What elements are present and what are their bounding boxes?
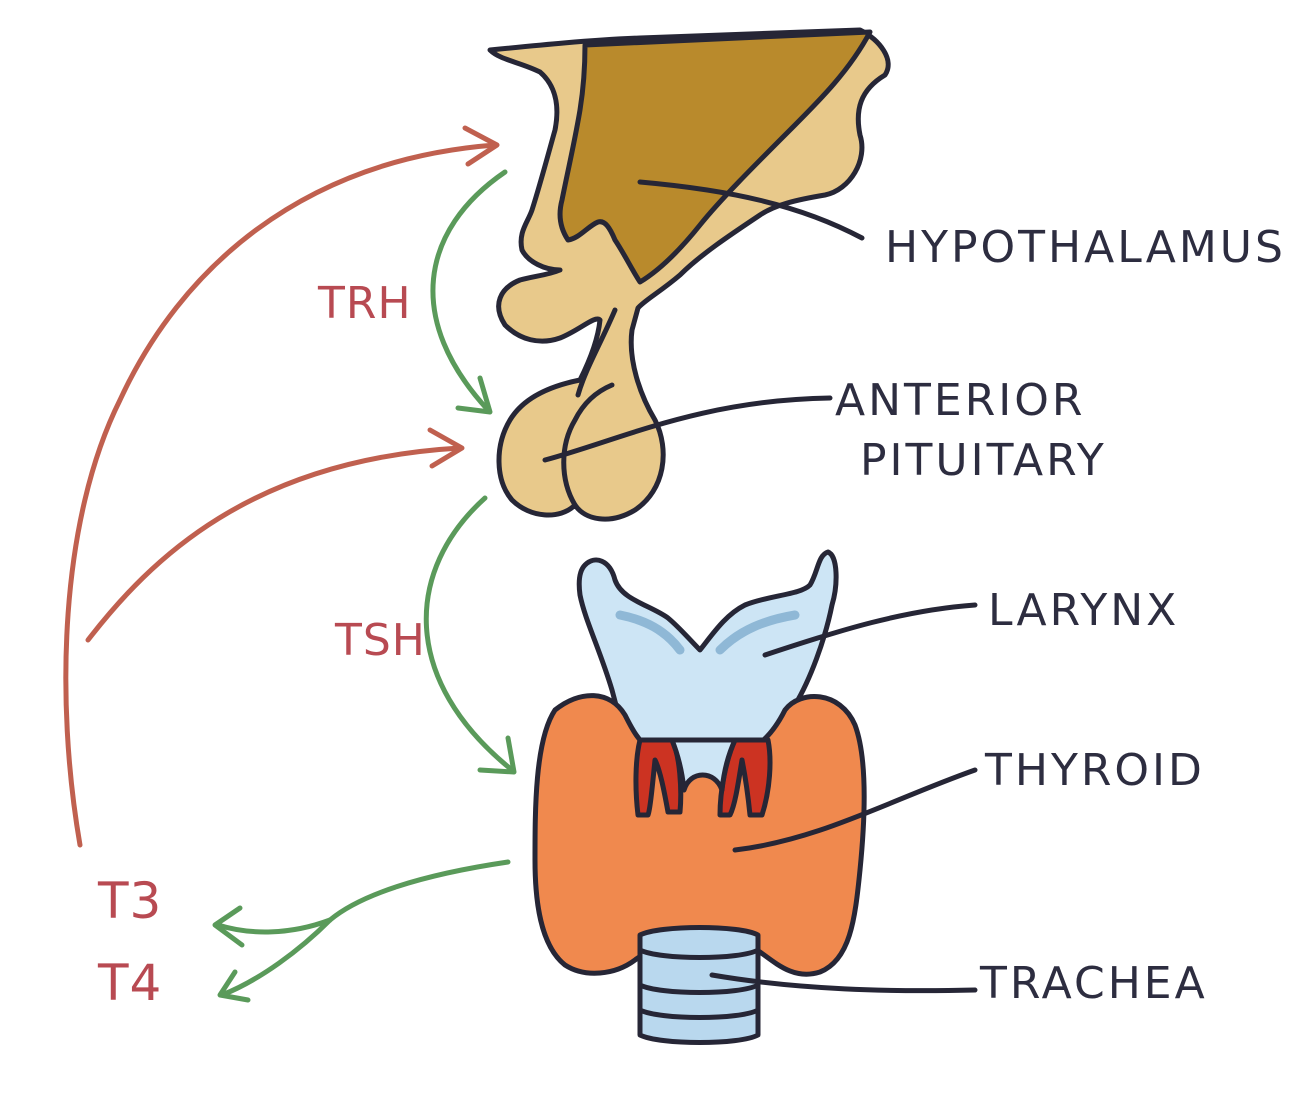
- leader-line-anterior-pituitary: [542, 395, 833, 463]
- leader-line-trachea: [709, 972, 978, 994]
- anterior-pituitary: [561, 382, 615, 508]
- label-trh: TRH: [317, 278, 412, 329]
- feedback-arrow-to-pituitary: [85, 427, 465, 643]
- label-tsh: TSH: [334, 615, 426, 666]
- hypothalamus: [557, 29, 873, 398]
- trachea: [637, 925, 761, 1045]
- thyroid: [532, 693, 867, 977]
- label-hypothalamus: HYPOTHALAMUS: [885, 222, 1286, 273]
- label-anterior-pituitary-line2: PITUITARY: [860, 435, 1107, 486]
- t3-t4-release-arrow: [212, 859, 511, 1003]
- leader-line-hypothalamus: [637, 179, 865, 241]
- leader-line-larynx: [762, 602, 978, 658]
- label-t4: T4: [97, 954, 162, 1012]
- leader-line-thyroid: [732, 767, 978, 853]
- tsh-arrow: [423, 495, 517, 775]
- label-larynx: LARYNX: [988, 585, 1179, 636]
- label-t3: T3: [97, 872, 162, 930]
- label-thyroid: THYROID: [984, 745, 1205, 796]
- label-anterior-pituitary-line1: ANTERIOR: [835, 375, 1085, 426]
- feedback-arrow-to-hypothalamus: [63, 125, 500, 848]
- label-trachea: TRACHEA: [979, 958, 1208, 1009]
- trh-arrow: [430, 169, 508, 415]
